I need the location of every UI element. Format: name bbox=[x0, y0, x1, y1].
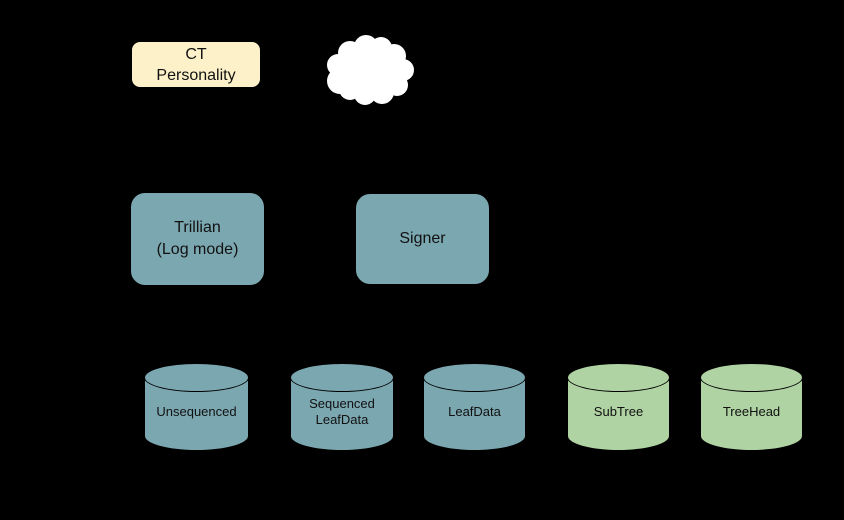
datastore-label-line: SubTree bbox=[593, 404, 644, 419]
cylinder-top bbox=[423, 363, 526, 392]
datastore-label: Unsequenced bbox=[146, 387, 247, 437]
datastore-label-line: Sequenced bbox=[309, 396, 375, 411]
datastore-label: TreeHead bbox=[702, 387, 801, 437]
datastore-label: SubTree bbox=[569, 387, 668, 437]
datastore-label-line: Unsequenced bbox=[156, 404, 237, 419]
datastore-leafdata: LeafData bbox=[423, 363, 526, 451]
cylinder-top bbox=[567, 363, 670, 392]
cloud-icon bbox=[325, 33, 416, 107]
datastore-label-line: LeafData bbox=[315, 412, 369, 427]
datastore-subtree: SubTree bbox=[567, 363, 670, 451]
datastore-label: Sequenced LeafData bbox=[292, 387, 392, 437]
node-trillian-log-mode: Trillian (Log mode) bbox=[130, 192, 265, 286]
node-label-line: Personality bbox=[156, 66, 236, 84]
node-label-line: CT bbox=[185, 45, 207, 63]
datastore-label-line: TreeHead bbox=[722, 404, 781, 419]
node-label-line: (Log mode) bbox=[156, 241, 239, 258]
datastore-label: LeafData bbox=[425, 387, 524, 437]
node-signer: Signer bbox=[355, 193, 490, 285]
datastore-label-line: LeafData bbox=[448, 404, 501, 419]
cylinder-top bbox=[144, 363, 249, 392]
node-label-line: Signer bbox=[399, 230, 446, 247]
datastore-treehead: TreeHead bbox=[700, 363, 803, 451]
datastore-sequenced-leafdata: Sequenced LeafData bbox=[290, 363, 394, 451]
datastore-unsequenced: Unsequenced bbox=[144, 363, 249, 451]
cylinder-top bbox=[290, 363, 394, 392]
node-ct-personality: CT Personality bbox=[130, 40, 262, 89]
cylinder-top bbox=[700, 363, 803, 392]
node-label-line: Trillian bbox=[174, 219, 221, 236]
